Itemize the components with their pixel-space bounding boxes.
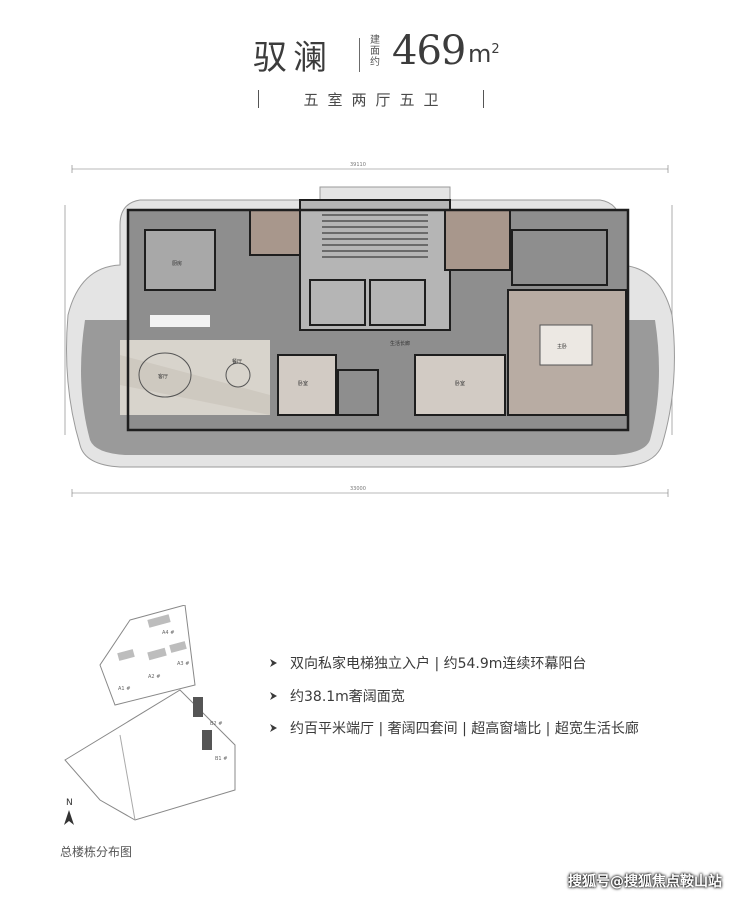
feature-text-2: 约38.1m奢阔面宽	[290, 689, 405, 705]
subtitle-left-bar	[258, 90, 259, 108]
master-bed	[539, 324, 593, 366]
feature-item-2: 约38.1m奢阔面宽	[268, 686, 405, 706]
building-blocks-a	[117, 614, 187, 661]
building-a2-label: A2 #	[148, 674, 160, 680]
north-label: N	[66, 798, 73, 808]
sofa-circle	[138, 352, 192, 398]
apartment-name: 驭澜	[253, 38, 333, 78]
building-b2-label: B2 #	[210, 721, 222, 727]
area-unit: m2	[468, 40, 500, 68]
site-parcel-a	[99, 605, 196, 706]
layout-subtitle: 五室两厅五卫	[258, 88, 484, 110]
bedroom2-label: 卧室	[455, 380, 465, 387]
bathroom-bottom	[337, 369, 379, 416]
site-map-caption: 总楼栋分布图	[60, 845, 133, 859]
kitchen-island	[150, 315, 210, 327]
building-b1-label: B1 #	[215, 756, 227, 762]
subtitle-right-bar	[483, 90, 484, 108]
feature-item-1: 双向私家电梯独立入户 | 约54.9m连续环幕阳台	[268, 653, 586, 673]
watermark: 搜狐号@搜狐焦点鞍山站	[568, 874, 722, 890]
elevator-1	[309, 279, 366, 326]
kitchen-room	[144, 229, 216, 291]
bedroom1-label: 卧室	[298, 380, 308, 387]
living-shade	[120, 355, 270, 415]
dining-table	[225, 362, 251, 388]
title-divider	[359, 38, 360, 72]
feature-text-1: 双向私家电梯独立入户 | 约54.9m连续环幕阳台	[290, 656, 587, 672]
area-value: 469	[392, 28, 466, 74]
bedroom-top-left	[249, 209, 301, 256]
area-label: 建面约	[370, 35, 380, 68]
diamond-bullet-icon	[270, 659, 277, 667]
elevator-2	[369, 279, 426, 326]
outer-wall	[126, 208, 630, 432]
kitchen-label: 厨房	[172, 260, 182, 267]
feature-item-3: 约百平米端厅 | 奢阔四套间 | 超高窗墙比 | 超宽生活长廊	[268, 718, 639, 738]
building-blocks-b	[193, 697, 212, 750]
master-label: 主卧	[557, 343, 567, 350]
floor-plan: 39110 33000 厨房 客厅 餐厅 卧室 卧室 主卧 生活长廊	[64, 162, 675, 497]
living-label: 客厅	[158, 373, 168, 380]
dining-label: 餐厅	[232, 358, 242, 365]
area-unit-base: m	[468, 40, 492, 68]
bedroom-bottom-2	[414, 354, 506, 416]
corridor-label: 生活长廊	[390, 340, 410, 347]
diamond-bullet-icon	[270, 692, 277, 700]
north-arrow-icon	[64, 810, 74, 825]
core-area	[299, 199, 451, 331]
bedroom-top-right	[444, 209, 511, 271]
feature-text-3: 约百平米端厅 | 奢阔四套间 | 超高窗墙比 | 超宽生活长廊	[290, 721, 639, 737]
master-bath	[511, 229, 608, 286]
site-map: A4 # A3 # A2 # A1 # B2 # B1 # N	[64, 605, 236, 825]
dimension-top: 39110	[350, 162, 366, 168]
stair-lines	[322, 214, 428, 258]
building-a1-label: A1 #	[118, 686, 130, 692]
area-unit-sup: 2	[491, 42, 500, 57]
building-a3-label: A3 #	[177, 661, 189, 667]
dimension-bottom: 33000	[350, 486, 366, 492]
layout-text: 五室两厅五卫	[303, 90, 448, 109]
dimension-lines	[64, 165, 673, 497]
diamond-bullet-icon	[270, 724, 277, 732]
bedroom-bottom-1	[277, 354, 337, 416]
site-parcel-b	[64, 689, 236, 821]
building-a4-label: A4 #	[162, 630, 174, 636]
